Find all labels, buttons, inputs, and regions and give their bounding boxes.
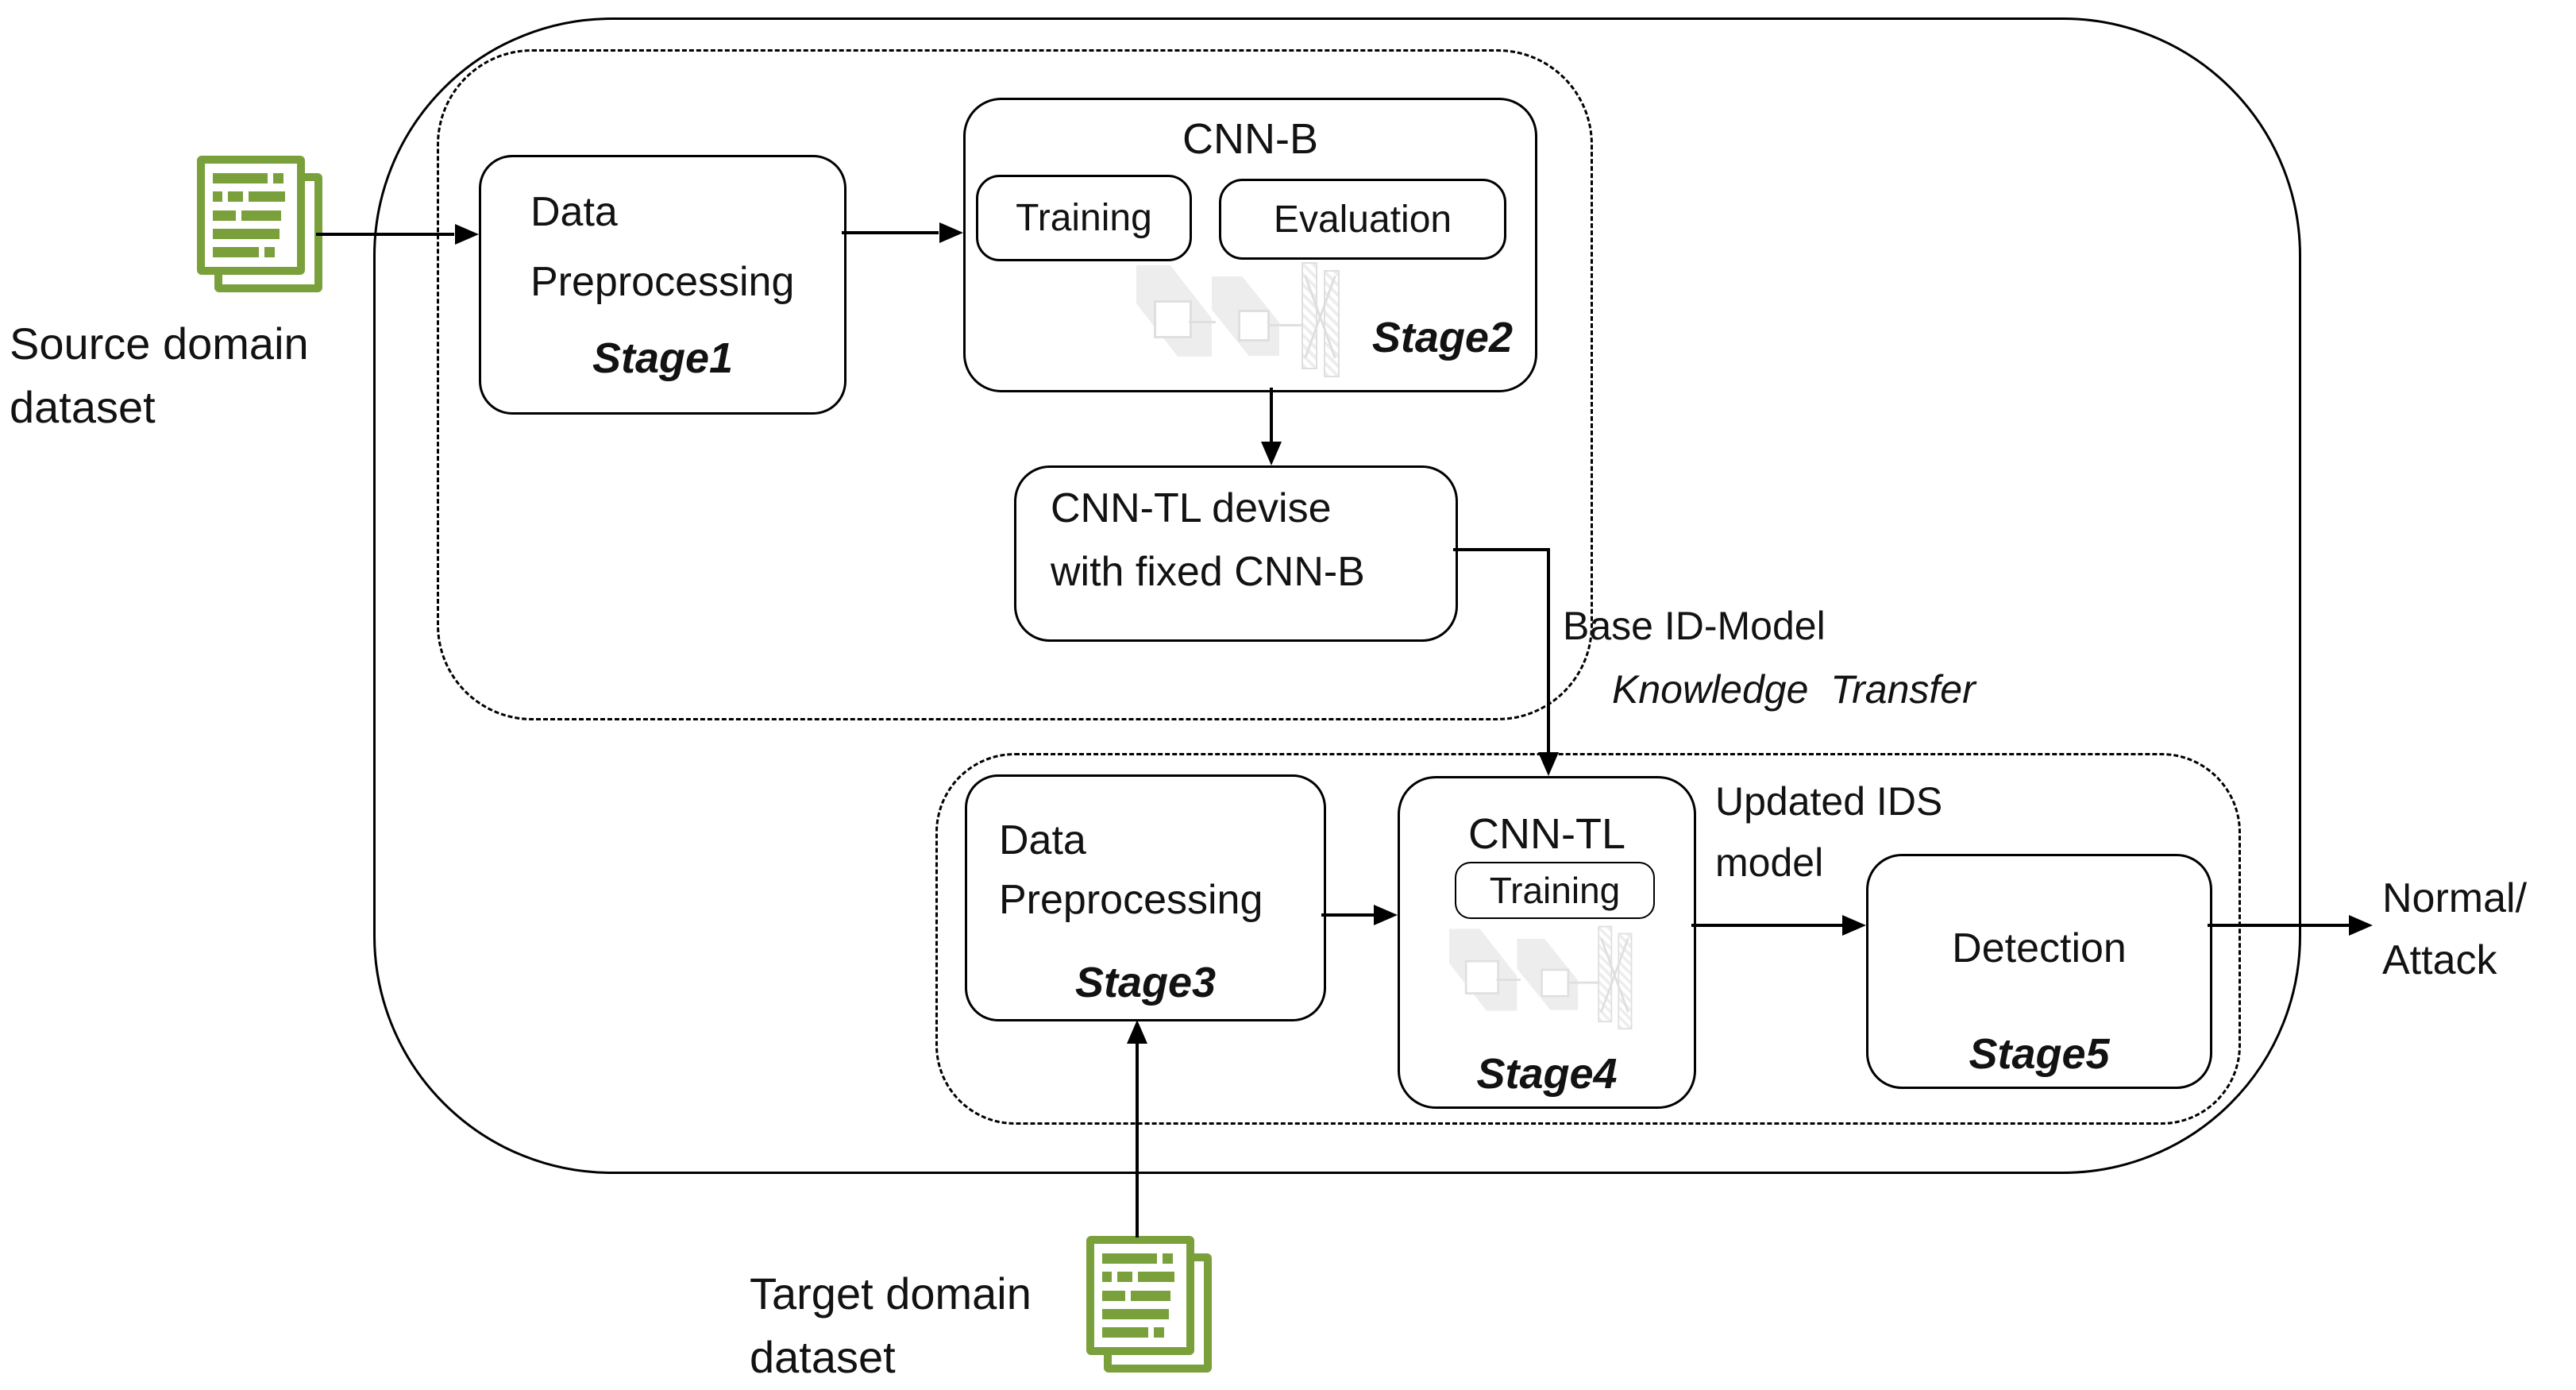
target-label-line2: dataset: [750, 1332, 896, 1382]
stage3-tag: Stage3: [1074, 959, 1217, 1006]
target-dataset-label: Target domain dataset: [750, 1262, 1032, 1389]
document-front-page: [197, 156, 305, 275]
stage4-tag: Stage4: [1476, 1050, 1618, 1098]
cnn-tl-title: CNN-TL: [1468, 810, 1625, 858]
output-line2: Attack: [2382, 937, 2497, 983]
source-dataset-label: Source domain dataset: [10, 312, 309, 439]
updated-ids-line2: model: [1715, 840, 1824, 885]
stage3-text-line1: Data: [999, 817, 1086, 863]
cnn-b-box: CNN-B Training Evaluation Stage2: [963, 98, 1537, 392]
source-dataset-icon: [197, 156, 324, 295]
cnn-b-evaluation-box: Evaluation: [1219, 179, 1506, 260]
stage5-tag: Stage5: [1969, 1030, 2110, 1078]
detection-box: Detection Stage5: [1866, 854, 2212, 1089]
cnn-network-icon: [1449, 923, 1635, 1030]
updated-ids-model-label: Updated IDS model: [1715, 771, 1942, 894]
document-front-page: [1086, 1236, 1194, 1355]
devise-text-line1: CNN-TL devise: [1051, 485, 1332, 531]
devise-text-line2: with fixed CNN-B: [1051, 549, 1365, 595]
stage1-text-line1: Data: [530, 189, 618, 235]
detection-title: Detection: [1952, 925, 2127, 971]
stage3-data-preprocessing-box: Data Preprocessing Stage3: [965, 774, 1326, 1021]
cnn-tl-devise-box: CNN-TL devise with fixed CNN-B: [1014, 465, 1458, 642]
system-boundary: [373, 17, 2301, 1174]
cnn-tl-box: CNN-TL Training Stage4: [1398, 776, 1696, 1109]
stage1-data-preprocessing-box: Data Preprocessing Stage1: [479, 155, 846, 415]
output-line1: Normal/: [2382, 875, 2528, 921]
source-label-line1: Source domain: [10, 319, 309, 369]
updated-ids-line1: Updated IDS: [1715, 779, 1943, 824]
target-label-line1: Target domain: [750, 1268, 1032, 1319]
cnn-network-icon: [1136, 259, 1343, 378]
cnn-b-training-box: Training: [976, 175, 1192, 261]
stage2-tag: Stage2: [1371, 314, 1513, 361]
base-id-model-label: Base ID-Model: [1563, 604, 1826, 648]
source-domain-stage-boundary: [437, 49, 1593, 720]
target-domain-stage-boundary: [935, 753, 2241, 1125]
source-label-line2: dataset: [10, 382, 156, 432]
target-dataset-icon: [1086, 1236, 1213, 1375]
knowledge-transfer-label: Knowledge Transfer: [1612, 667, 1976, 712]
stage1-text-line2: Preprocessing: [530, 259, 795, 305]
stage3-text-line2: Preprocessing: [999, 877, 1263, 923]
stage1-tag: Stage1: [592, 334, 734, 382]
output-label: Normal/ Attack: [2382, 867, 2527, 991]
cnn-tl-training-box: Training: [1455, 862, 1655, 919]
cnn-b-title: CNN-B: [1182, 115, 1318, 163]
